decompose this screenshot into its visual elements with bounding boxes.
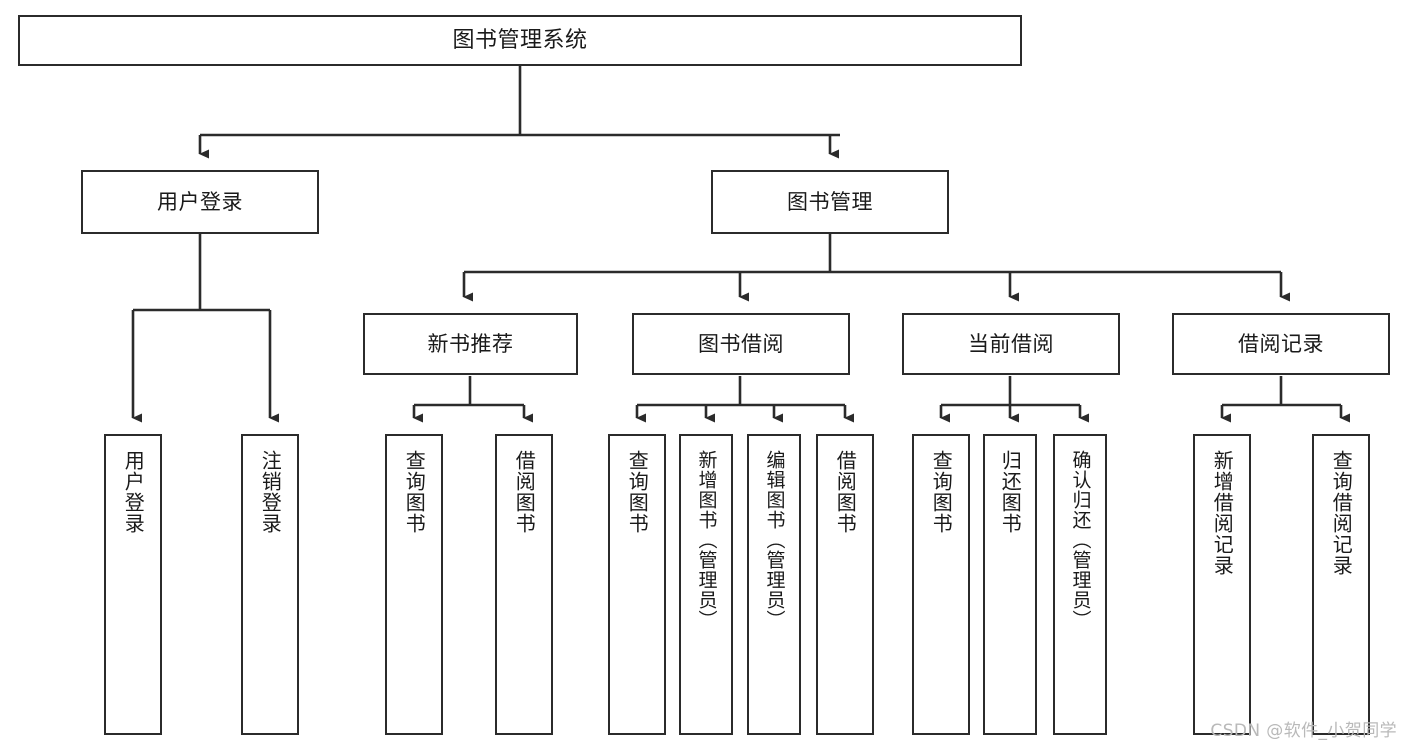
node-label: 编辑图书（管理员） bbox=[763, 450, 786, 630]
node-label: 借阅图书 bbox=[833, 450, 858, 534]
csdn-watermark: CSDN @软件_小贺同学 bbox=[1210, 721, 1397, 741]
node-book-management[interactable]: 图书管理 bbox=[711, 170, 949, 234]
node-label: 注销登录 bbox=[258, 450, 283, 534]
node-label: 图书管理 bbox=[787, 189, 873, 214]
leaf-node-user-login[interactable]: 用户登录 bbox=[104, 434, 162, 735]
node-current-borrowing[interactable]: 当前借阅 bbox=[902, 313, 1120, 375]
node-label: 当前借阅 bbox=[968, 331, 1054, 356]
node-label: 查询图书 bbox=[402, 450, 427, 534]
leaf-node-add-borrow-record[interactable]: 新增借阅记录 bbox=[1193, 434, 1251, 735]
node-label: 图书借阅 bbox=[698, 331, 784, 356]
node-label: 用户登录 bbox=[157, 189, 243, 214]
leaf-node-add-book-admin[interactable]: 新增图书（管理员） bbox=[679, 434, 733, 735]
leaf-node-confirm-return-admin[interactable]: 确认归还（管理员） bbox=[1053, 434, 1107, 735]
node-borrowing-records[interactable]: 借阅记录 bbox=[1172, 313, 1390, 375]
leaf-node-borrow-book-recommendation[interactable]: 借阅图书 bbox=[495, 434, 553, 735]
node-new-book-recommendation[interactable]: 新书推荐 bbox=[363, 313, 578, 375]
node-label: 借阅图书 bbox=[512, 450, 537, 534]
leaf-node-query-book-current[interactable]: 查询图书 bbox=[912, 434, 970, 735]
node-book-borrowing[interactable]: 图书借阅 bbox=[632, 313, 850, 375]
node-label: 确认归还（管理员） bbox=[1069, 450, 1092, 630]
leaf-node-return-book[interactable]: 归还图书 bbox=[983, 434, 1037, 735]
node-label: 新增借阅记录 bbox=[1210, 450, 1235, 576]
leaf-node-user-logout[interactable]: 注销登录 bbox=[241, 434, 299, 735]
node-label: 新增图书（管理员） bbox=[695, 450, 718, 630]
leaf-node-query-borrow-record[interactable]: 查询借阅记录 bbox=[1312, 434, 1370, 735]
node-label: 新书推荐 bbox=[427, 331, 514, 356]
leaf-node-query-book-recommendation[interactable]: 查询图书 bbox=[385, 434, 443, 735]
node-label: 归还图书 bbox=[998, 450, 1023, 534]
node-label: 用户登录 bbox=[121, 450, 146, 534]
leaf-node-edit-book-admin[interactable]: 编辑图书（管理员） bbox=[747, 434, 801, 735]
leaf-node-borrow-book[interactable]: 借阅图书 bbox=[816, 434, 874, 735]
node-root-book-management-system[interactable]: 图书管理系统 bbox=[18, 15, 1022, 66]
node-label: 图书管理系统 bbox=[452, 27, 588, 53]
node-label: 查询借阅记录 bbox=[1329, 450, 1354, 576]
leaf-node-query-book-borrowing[interactable]: 查询图书 bbox=[608, 434, 666, 735]
node-label: 查询图书 bbox=[625, 450, 650, 534]
node-label: 借阅记录 bbox=[1238, 331, 1324, 356]
node-label: 查询图书 bbox=[929, 450, 954, 534]
node-user-login[interactable]: 用户登录 bbox=[81, 170, 319, 234]
